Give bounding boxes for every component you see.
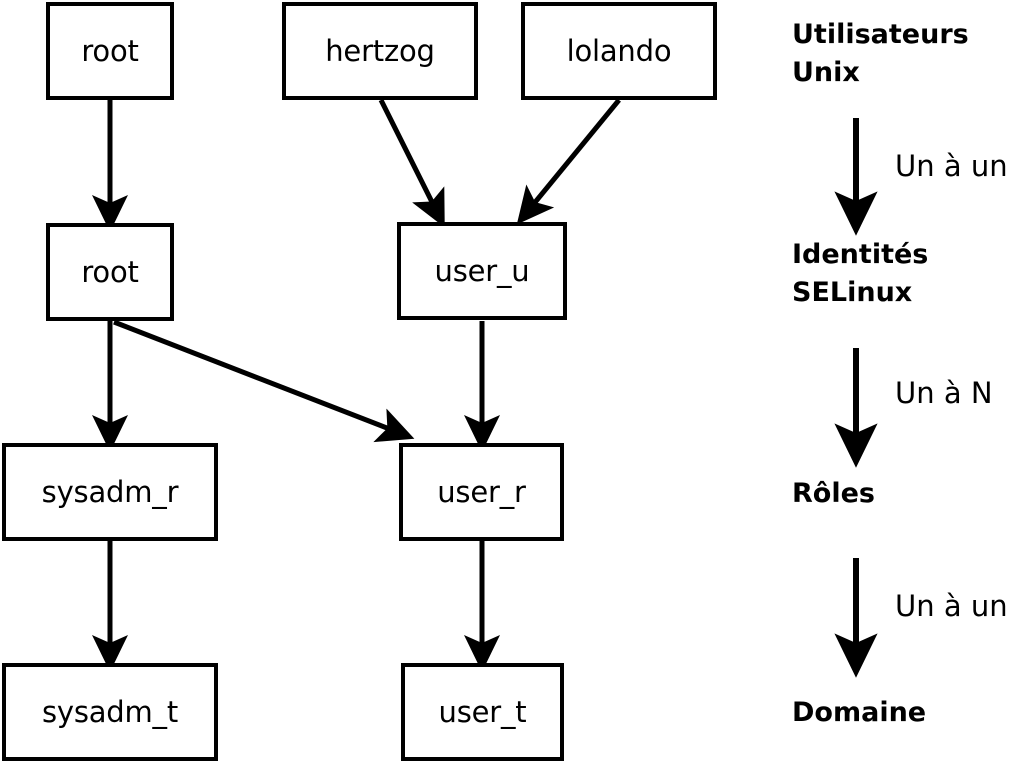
node-role-sysadm-r[interactable]: sysadm_r <box>2 443 218 541</box>
node-selinux-identity-root[interactable]: root <box>46 223 174 321</box>
legend-level-line1: Identités <box>792 239 929 270</box>
edge-hertzog-to-user-u <box>378 98 445 228</box>
node-unix-user-hertzog[interactable]: hertzog <box>282 2 478 100</box>
legend-level-line1: Rôles <box>792 478 875 509</box>
edge-id-root-to-user-r <box>113 319 415 443</box>
legend-level-selinux-identities: Identités SELinux <box>792 236 928 312</box>
legend-level-roles: Rôles <box>792 475 875 513</box>
node-unix-user-lolando[interactable]: lolando <box>521 2 717 100</box>
node-selinux-identity-user-u[interactable]: user_u <box>397 222 567 320</box>
node-label: user_r <box>437 474 526 509</box>
node-label: root <box>81 254 139 289</box>
node-label: user_u <box>434 253 530 288</box>
node-unix-user-root[interactable]: root <box>46 2 174 100</box>
node-label: sysadm_t <box>41 694 179 729</box>
legend-level-line2: SELinux <box>792 277 913 308</box>
legend-level-unix-users: Utilisateurs Unix <box>792 16 969 92</box>
node-domain-sysadm-t[interactable]: sysadm_t <box>2 663 218 761</box>
node-domain-user-t[interactable]: user_t <box>401 663 564 761</box>
node-label: hertzog <box>325 33 435 68</box>
legend-level-line2: Unix <box>792 57 860 88</box>
node-label: lolando <box>566 33 672 68</box>
legend-relation-one-to-one-1: Un à un <box>895 149 1008 183</box>
legend-relation-one-to-one-2: Un à un <box>895 589 1008 623</box>
legend-relation-one-to-n: Un à N <box>895 376 993 410</box>
legend-level-line1: Domaine <box>792 697 927 728</box>
edge-lolando-to-user-u <box>516 98 621 225</box>
legend-level-domain: Domaine <box>792 694 926 732</box>
legend-level-line1: Utilisateurs <box>792 19 969 50</box>
node-label: sysadm_r <box>41 474 179 509</box>
node-label: root <box>81 33 139 68</box>
node-role-user-r[interactable]: user_r <box>399 443 564 541</box>
node-label: user_t <box>438 694 527 729</box>
